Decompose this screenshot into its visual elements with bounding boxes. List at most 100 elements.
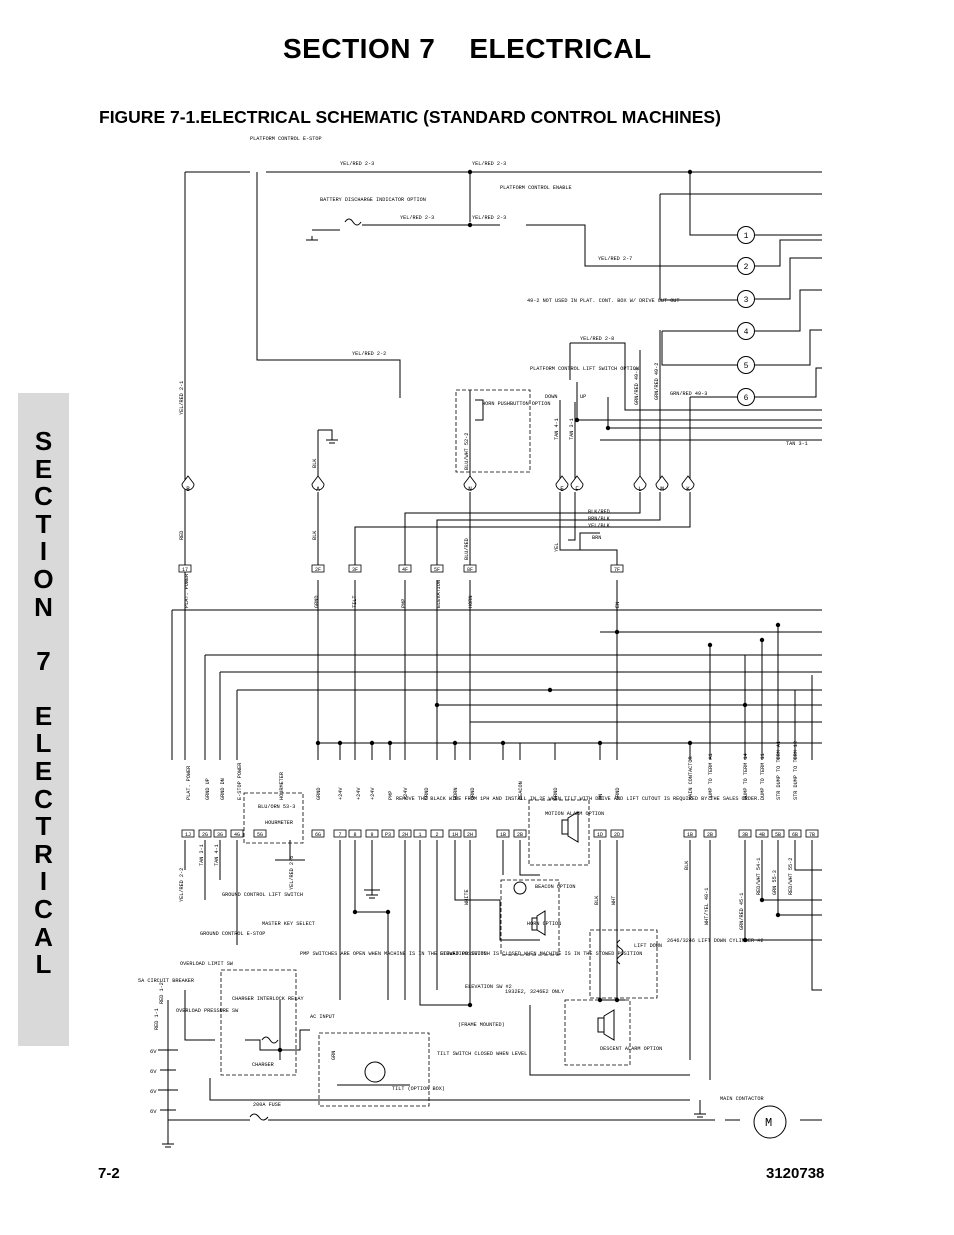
harness-bottom-label: PMP xyxy=(388,791,394,800)
wire-tan-4-1: TAN 4-1 xyxy=(554,418,560,440)
bundle-3: YEL/BLK xyxy=(588,523,611,529)
wire-wht-lift: WHT xyxy=(611,896,617,905)
harness-top-label: PLAT. POWER xyxy=(184,574,190,608)
bottom-terminal-label: 2B xyxy=(517,832,523,838)
label-horn: HORN OPTION xyxy=(527,921,561,927)
wire-yel-red-2-1: YEL/RED 2-1 xyxy=(179,381,185,415)
bottom-terminal xyxy=(683,829,697,838)
harness-bottom-label: MAIN CONTACTOR xyxy=(688,756,694,800)
wire-blu-wht: BLU/WHT 52-2 xyxy=(464,433,470,470)
harness-bottom-label: HORN xyxy=(453,788,459,800)
top-terminal xyxy=(178,564,192,573)
section-word: SECTION 7 xyxy=(283,33,436,64)
label-ac-input: AC INPUT xyxy=(310,1014,335,1020)
tab-letter-electrical-3: C xyxy=(34,783,53,814)
wire-red: RED xyxy=(179,531,185,540)
tab-letter-section-0: S xyxy=(34,426,53,456)
harness-bottom-label: DUMP TO TERM 14 xyxy=(743,753,749,800)
wire-yel-red-2-3a: YEL/RED 2-3 xyxy=(340,161,374,167)
bottom-terminal-label: 8 xyxy=(353,832,356,838)
connector-circle-4 xyxy=(737,322,755,340)
bottom-terminal xyxy=(365,829,379,838)
wire-down: DOWN xyxy=(545,394,557,400)
harness-top-label: EN xyxy=(615,602,621,608)
bottom-terminal xyxy=(398,829,412,838)
harness-bottom-label: GRND xyxy=(553,788,559,800)
document-number: 3120738 xyxy=(766,1165,825,1182)
bottom-terminal-label: 1D xyxy=(597,832,603,838)
wire-red-wht-55-2: RED/WHT 55-2 xyxy=(788,858,794,895)
wire-white: WHITE xyxy=(464,889,470,905)
label-descent-alarm: DESCENT ALARM OPTION xyxy=(600,1046,662,1052)
top-terminal xyxy=(398,564,412,573)
bottom-terminal-label: 4G xyxy=(234,832,240,838)
bottom-terminal xyxy=(333,829,347,838)
bottom-terminal xyxy=(593,829,607,838)
bundle-1: BLK/RED xyxy=(588,509,610,515)
label-not-used: 49-2 NOT USED IN PLAT. CONT. BOX W/ DRIV… xyxy=(527,298,680,304)
bottom-terminal xyxy=(253,829,267,838)
bottom-terminal-label: 5B xyxy=(775,832,781,838)
label-blu-orn: BLU/ORN 53-3 xyxy=(258,804,295,810)
connector-circle-2 xyxy=(737,257,755,275)
top-terminal xyxy=(463,564,477,573)
harness-top-label: ELEVATION xyxy=(436,580,442,608)
label-platform-enable: PLATFORM CONTROL ENABLE xyxy=(500,185,572,191)
plug-pin-F xyxy=(570,475,584,491)
harness-top-label: HORN xyxy=(468,596,474,608)
plug-pin-E xyxy=(555,475,569,491)
label-main-contactor: MAIN CONTACTOR xyxy=(720,1096,764,1102)
label-motor: M xyxy=(765,1116,772,1130)
battery-discharge-coil xyxy=(344,218,362,226)
horn-speaker xyxy=(531,910,546,936)
top-terminal-label: 2F xyxy=(315,567,321,573)
label-ground-lift: GROUND CONTROL LIFT SWITCH xyxy=(222,892,303,898)
top-terminal-label: 4F xyxy=(402,567,408,573)
harness-bottom-label: +24V xyxy=(356,787,362,800)
tab-letter-electrical-8: A xyxy=(34,921,53,952)
wire-blk-lift: BLK xyxy=(594,895,600,905)
bottom-terminal xyxy=(805,829,819,838)
connector-circle-label: 4 xyxy=(744,328,749,337)
label-remove-note: REMOVE THE BLACK WIRE FROM 1PH AND INSTA… xyxy=(396,796,760,802)
bottom-terminal xyxy=(213,829,227,838)
wire-tan-3-1c: TAN 3-1 xyxy=(199,844,205,866)
label-elevation-sw: ELEVATION SW #2 xyxy=(465,984,512,990)
plug-pin-label: M xyxy=(660,486,664,493)
harness-bottom-label: BEACON xyxy=(518,781,524,800)
battery-label: 6V xyxy=(150,1108,157,1115)
top-terminal xyxy=(311,564,325,573)
tilt-switch xyxy=(364,1061,386,1083)
label-overload-limit: OVERLOAD LIMIT SW xyxy=(180,961,234,967)
page-number: 7-2 xyxy=(98,1165,120,1182)
bottom-terminal xyxy=(348,829,362,838)
bottom-terminal xyxy=(181,829,195,838)
label-motion-alarm: MOTION ALARM OPTION xyxy=(545,811,604,817)
bottom-terminal xyxy=(610,829,624,838)
harness-bottom-label: HOURMETER xyxy=(279,772,285,800)
bottom-terminal-label: 1J xyxy=(185,832,191,838)
bottom-terminal xyxy=(788,829,802,838)
connector-circle-label: 5 xyxy=(744,362,749,371)
bottom-terminal xyxy=(463,829,477,838)
bottom-terminal xyxy=(311,829,325,838)
wire-grn-red-49-2: GRN/RED 49-2 xyxy=(654,363,660,400)
label-overload-pressure: OVERLOAD PRESSURE SW xyxy=(176,1008,239,1014)
connector-circle-label: 2 xyxy=(744,263,749,272)
label-beacon: BEACON OPTION xyxy=(535,884,575,890)
bundle-4: BRN xyxy=(592,535,601,541)
lift-down-coil xyxy=(616,939,624,965)
ground-symbol-low xyxy=(366,890,378,899)
tab-letter-electrical-6: I xyxy=(39,866,48,897)
bottom-terminal xyxy=(230,829,244,838)
label-elevation-models: 1932E2, 3246E2 ONLY xyxy=(505,989,565,995)
schematic-labels: PLATFORM CONTROL E-STOP BATTERY DISCHARG… xyxy=(138,136,808,1130)
battery-label: 6V xyxy=(150,1048,157,1055)
label-lift-switch: PLATFORM CONTROL LIFT SWITCH OPTION xyxy=(530,366,639,372)
bottom-terminal-label: 1 xyxy=(418,832,421,838)
harness-bottom-label: GRND xyxy=(424,788,430,800)
